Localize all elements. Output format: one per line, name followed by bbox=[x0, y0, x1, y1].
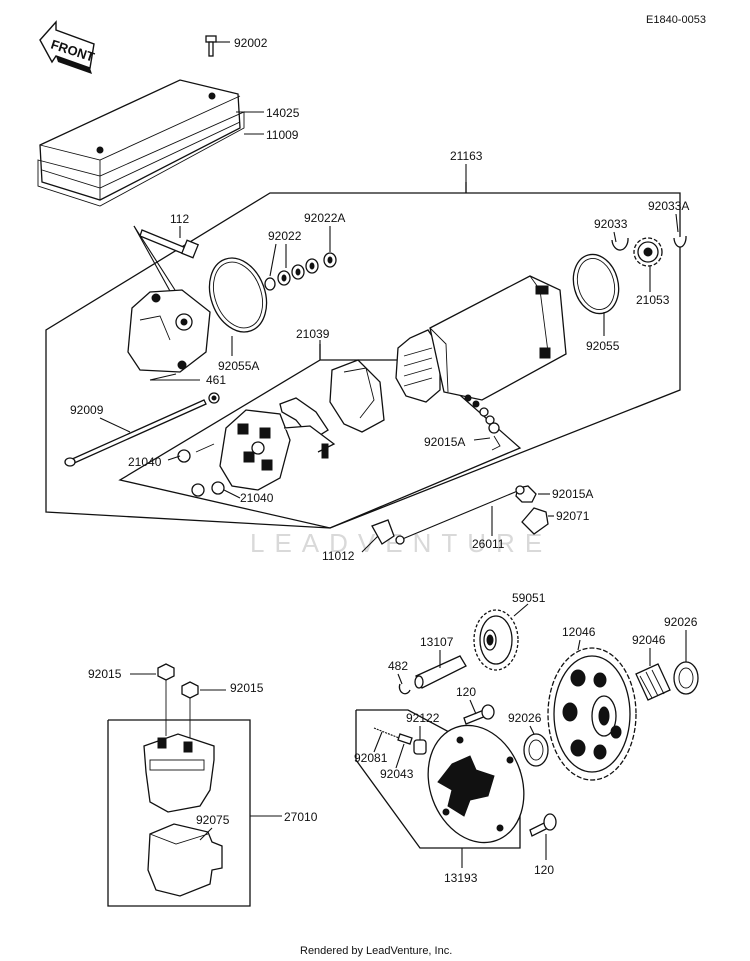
gear-12046-icon bbox=[547, 647, 637, 781]
footer-credit: Rendered by LeadVenture, Inc. bbox=[300, 945, 452, 957]
label-27010: 27010 bbox=[284, 810, 318, 824]
label-92022A: 92022A bbox=[304, 211, 345, 225]
pinion-gear-21053-icon bbox=[633, 237, 663, 267]
label-92026-right: 92026 bbox=[664, 615, 698, 629]
label-21053: 21053 bbox=[636, 293, 670, 307]
sprocket-59051-icon bbox=[473, 609, 519, 671]
label-92009: 92009 bbox=[70, 403, 104, 417]
clutch-housing-13193-icon bbox=[427, 724, 525, 844]
label-21040-upper: 21040 bbox=[128, 455, 162, 469]
label-21039: 21039 bbox=[296, 327, 330, 341]
yoke-ring-icon bbox=[329, 359, 385, 433]
label-92015A-lower: 92015A bbox=[552, 487, 593, 501]
end-housing-icon bbox=[127, 289, 211, 373]
label-120-upper: 120 bbox=[456, 685, 476, 699]
relay-box-outline bbox=[107, 719, 251, 907]
clutch-assembly-outline bbox=[355, 709, 521, 849]
label-92022: 92022 bbox=[268, 229, 302, 243]
label-482: 482 bbox=[388, 659, 408, 673]
label-21163: 21163 bbox=[450, 149, 483, 163]
starter-relay-icon bbox=[143, 733, 215, 813]
label-92026-left: 92026 bbox=[508, 711, 542, 725]
label-13193: 13193 bbox=[444, 871, 478, 885]
label-11009: 11009 bbox=[266, 128, 299, 142]
washer-92026-right-icon bbox=[673, 661, 699, 695]
label-92033A: 92033A bbox=[648, 199, 689, 213]
circlip-92033A-icon bbox=[673, 235, 687, 248]
terminal-cap-92071-icon bbox=[521, 507, 549, 535]
gasket-11009-icon bbox=[37, 111, 245, 207]
boot-11012-icon bbox=[371, 519, 395, 545]
diagram-id: E1840-0053 bbox=[646, 14, 706, 26]
label-92055A: 92055A bbox=[218, 359, 259, 373]
brushes-icon bbox=[279, 397, 336, 459]
label-92081: 92081 bbox=[354, 751, 388, 765]
washer-461-icon bbox=[208, 392, 220, 404]
bolt-112-icon bbox=[139, 229, 200, 259]
label-92002: 92002 bbox=[234, 36, 268, 50]
o-ring-92055-icon bbox=[572, 253, 620, 315]
label-92015A-upper: 92015A bbox=[424, 435, 465, 449]
label-14025: 14025 bbox=[266, 106, 300, 120]
label-13107: 13107 bbox=[420, 635, 454, 649]
roller-92122-icon bbox=[413, 739, 427, 755]
label-92055: 92055 bbox=[586, 339, 620, 353]
label-26011: 26011 bbox=[472, 537, 505, 551]
motor-yoke-icon bbox=[429, 275, 567, 401]
circlip-92033-icon bbox=[611, 237, 629, 251]
bolt-120-lower-icon bbox=[529, 813, 557, 837]
cover-14025-icon bbox=[39, 79, 241, 201]
bolt-92002-icon bbox=[205, 35, 230, 57]
label-92071: 92071 bbox=[556, 509, 590, 523]
spring-92081-icon bbox=[373, 727, 405, 741]
pin-92043-icon bbox=[397, 733, 413, 745]
label-92015-right: 92015 bbox=[230, 681, 264, 695]
label-59051: 59051 bbox=[512, 591, 546, 605]
springs-21040-icon bbox=[177, 443, 225, 497]
washer-92026-left-icon bbox=[523, 733, 549, 767]
label-92015-left: 92015 bbox=[88, 667, 122, 681]
long-bolt-92009-icon bbox=[64, 399, 207, 467]
label-92046: 92046 bbox=[632, 633, 666, 647]
clip-482-icon bbox=[398, 683, 411, 695]
label-92075: 92075 bbox=[196, 813, 230, 827]
needle-bearing-92046-icon bbox=[635, 663, 671, 701]
washers-92022-icon bbox=[264, 252, 337, 291]
nut-92015-right-icon bbox=[181, 681, 199, 699]
brush-plate-icon bbox=[219, 409, 291, 491]
label-12046: 12046 bbox=[562, 625, 596, 639]
label-92033: 92033 bbox=[594, 217, 628, 231]
label-21040-lower: 21040 bbox=[240, 491, 274, 505]
label-92122: 92122 bbox=[406, 711, 440, 725]
front-arrow-icon: FRONT bbox=[39, 20, 96, 74]
label-120-lower: 120 bbox=[534, 863, 554, 877]
watermark: LEADVENTURE bbox=[250, 528, 552, 558]
armature-icon bbox=[395, 329, 441, 403]
label-92043: 92043 bbox=[380, 767, 414, 781]
starter-motor-assembly-outline bbox=[45, 182, 681, 529]
shaft-13107-icon bbox=[414, 655, 467, 689]
label-112: 112 bbox=[170, 212, 189, 226]
washers-92015A-icon bbox=[464, 394, 501, 451]
label-461: 461 bbox=[206, 373, 226, 387]
relay-cover-92075-icon bbox=[147, 823, 223, 897]
label-11012: 11012 bbox=[322, 549, 355, 563]
nut-92015-left-icon bbox=[157, 663, 175, 681]
o-ring-92055A-icon bbox=[208, 257, 268, 333]
lead-26011-icon bbox=[395, 485, 525, 545]
bolt-120-upper-icon bbox=[463, 704, 495, 725]
